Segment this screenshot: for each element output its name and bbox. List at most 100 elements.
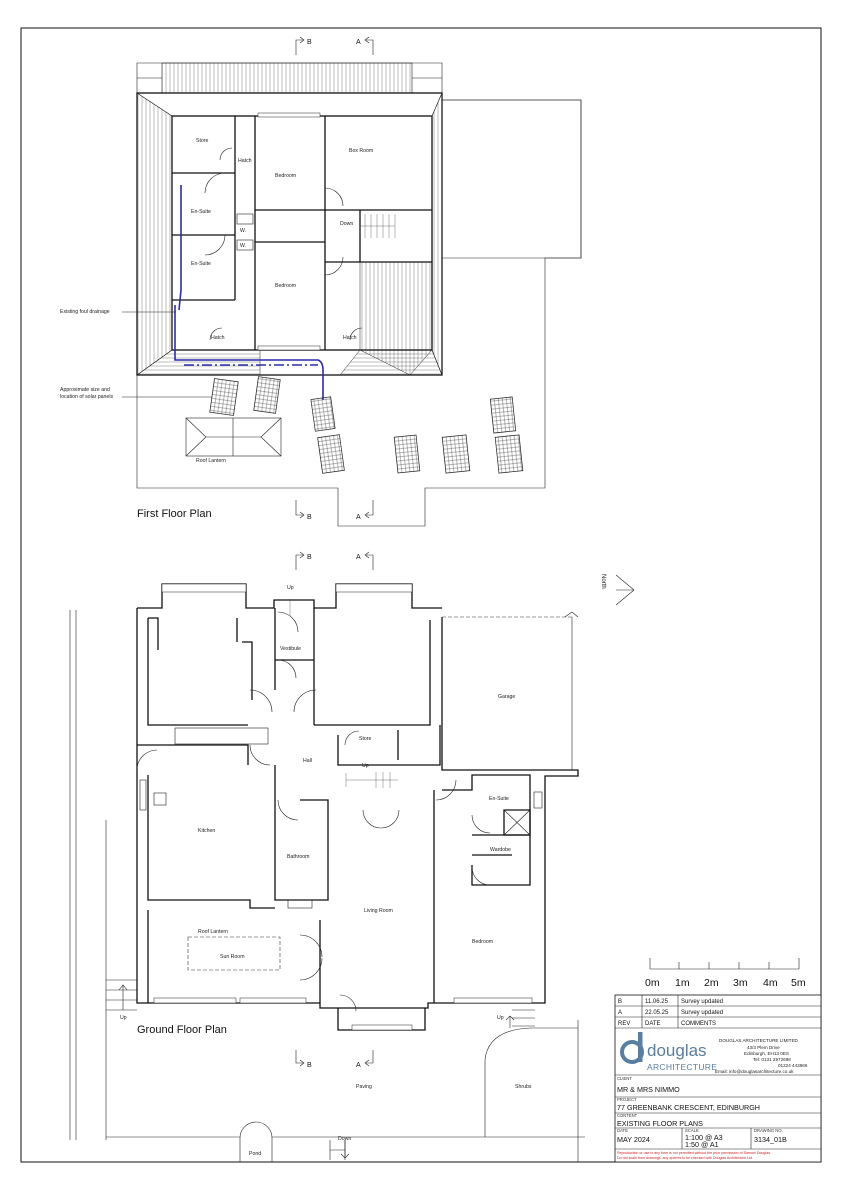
label-hatch-bl: Hatch bbox=[211, 335, 225, 341]
content-value: EXISTING FLOOR PLANS bbox=[617, 1119, 703, 1128]
scale-3m: 3m bbox=[733, 977, 748, 989]
label-bathroom: Bathroom bbox=[287, 854, 310, 860]
label-wc-top: W. bbox=[240, 228, 246, 234]
label-hatch-top: Hatch bbox=[238, 158, 252, 164]
rev-a: A bbox=[618, 1010, 622, 1016]
company-tel: Tel: 0131 2972698 bbox=[753, 1057, 791, 1062]
label-up-porch: Up bbox=[287, 585, 294, 591]
solar-panel-3 bbox=[310, 396, 336, 432]
section-b-top: B bbox=[307, 39, 312, 46]
content-label: CONTENT bbox=[617, 1113, 638, 1118]
section-markers bbox=[295, 36, 374, 1067]
company-email: Email: info@douglasarchitecture.co.uk bbox=[715, 1069, 794, 1074]
ground-floor-plan: Up Vestibule Garage Store Hall Up Kitche… bbox=[69, 583, 585, 1162]
label-store-ground: Store bbox=[359, 736, 372, 742]
client-label: CLIENT bbox=[617, 1076, 632, 1081]
company-name: DOUGLAS ARCHITECTURE LIMITED bbox=[719, 1038, 799, 1043]
label-sun-room: Sun Room bbox=[220, 954, 245, 960]
label-wardrobe: Wardobe bbox=[490, 847, 511, 853]
section-b-gf-bottom: B bbox=[307, 1062, 312, 1069]
label-ensuite-top: En-Suite bbox=[191, 209, 211, 215]
copyright-line2: Do not scale from drawings, any queries … bbox=[617, 1156, 753, 1160]
label-shrubs: Shrubs bbox=[515, 1084, 532, 1090]
drawing-value: 3134_01B bbox=[754, 1135, 787, 1144]
company-tel2: 01224 443966 bbox=[778, 1063, 808, 1068]
solar-panel-2 bbox=[253, 376, 281, 414]
date-header: DATE bbox=[645, 1021, 661, 1027]
scale-0m: 0m bbox=[645, 977, 660, 989]
label-solar-1: Approximate size and bbox=[60, 387, 110, 393]
solar-panel-6 bbox=[441, 434, 471, 474]
company-address1: 43/3 Plem Drive bbox=[747, 1045, 780, 1050]
comments-header: COMMENTS bbox=[681, 1021, 716, 1027]
label-bedroom-bottom: Bedroom bbox=[275, 283, 296, 289]
label-hall: Hall bbox=[303, 758, 312, 764]
date-value: MAY 2024 bbox=[617, 1135, 650, 1144]
label-bedroom-top: Bedroom bbox=[275, 173, 296, 179]
section-a-gf-bottom: A bbox=[356, 1062, 361, 1069]
brand-name: douglas bbox=[647, 1041, 707, 1060]
sheet-border bbox=[20, 27, 822, 1163]
label-bedroom-ground: Bedroom bbox=[472, 939, 493, 945]
rev-header: REV bbox=[618, 1021, 630, 1027]
first-floor-plan: Store Hatch Bedroom Box Room En-Suite W.… bbox=[60, 62, 582, 527]
label-living-room: Living Room bbox=[364, 908, 393, 914]
rev-a-comment: Survey updated bbox=[681, 1010, 723, 1016]
label-hatch-br: Hatch bbox=[343, 335, 357, 341]
north-arrow: North bbox=[600, 574, 635, 606]
section-a-top: A bbox=[356, 39, 361, 46]
company-address2: Edinburgh, EH13 0ES bbox=[744, 1051, 789, 1056]
client-value: MR & MRS NIMMO bbox=[617, 1085, 680, 1094]
solar-panel-7 bbox=[489, 396, 517, 434]
label-box-room: Box Room bbox=[349, 148, 373, 154]
label-vestibule: Vestibule bbox=[280, 646, 301, 652]
scale-4m: 4m bbox=[763, 977, 778, 989]
section-a-gf-top: A bbox=[356, 554, 361, 561]
rev-a-date: 22.05.25 bbox=[645, 1010, 669, 1016]
solar-panel-1 bbox=[209, 378, 239, 416]
label-up-left: Up bbox=[120, 1015, 127, 1021]
solar-panels bbox=[209, 376, 524, 474]
roof-lantern-first bbox=[185, 417, 282, 457]
label-kitchen: Kitchen bbox=[198, 828, 215, 834]
scale-5m: 5m bbox=[791, 977, 806, 989]
rev-b-comment: Survey updated bbox=[681, 999, 723, 1005]
ground-floor-title: Ground Floor Plan bbox=[137, 1024, 227, 1036]
copyright-line1: Reproduction or use in any form is not p… bbox=[617, 1151, 771, 1155]
scale-1m: 1m bbox=[675, 977, 690, 989]
label-roof-lantern-first: Roof Lantern bbox=[196, 458, 226, 464]
rev-b-date: 11.06.25 bbox=[645, 999, 669, 1005]
solar-panel-8 bbox=[494, 434, 524, 474]
section-b-ff-bottom: B bbox=[307, 514, 312, 521]
label-paving: Paving bbox=[356, 1084, 372, 1090]
scale1-value: 1:100 @ A3 bbox=[685, 1133, 723, 1142]
first-floor-title: First Floor Plan bbox=[137, 508, 212, 520]
label-solar-2: location of solar panels bbox=[60, 394, 113, 400]
title-block: B 11.06.25 Survey updated A 22.05.25 Sur… bbox=[614, 994, 822, 1163]
douglas-logo: douglas ARCHITECTURE bbox=[620, 1032, 717, 1072]
scale-2m: 2m bbox=[704, 977, 719, 989]
label-roof-lantern-ground: Roof Lantern bbox=[198, 929, 228, 935]
label-down-ground: Down bbox=[338, 1136, 351, 1142]
label-foul-drainage: Existing foul drainage bbox=[60, 309, 110, 315]
section-b-gf-top: B bbox=[307, 554, 312, 561]
label-down-first: Down bbox=[340, 221, 353, 227]
north-label: North bbox=[600, 574, 606, 589]
solar-panel-5 bbox=[393, 434, 421, 474]
label-pond: Pond bbox=[249, 1151, 261, 1157]
scale-bar: 0m 1m 2m 3m 4m 5m bbox=[645, 958, 806, 989]
brand-sub: ARCHITECTURE bbox=[647, 1062, 717, 1072]
label-garage: Garage bbox=[498, 694, 515, 700]
section-a-ff-bottom: A bbox=[356, 514, 361, 521]
drawing-label: DRAWING NO. bbox=[754, 1128, 783, 1133]
label-ensuite-bottom: En-Suite bbox=[191, 261, 211, 267]
project-value: 77 GREENBANK CRESCENT, EDINBURGH bbox=[617, 1103, 760, 1112]
label-wc-bottom: W. bbox=[240, 243, 246, 249]
project-label: PROJECT bbox=[617, 1097, 637, 1102]
label-up-stair: Up bbox=[362, 763, 369, 769]
scale2-value: 1:50 @ A1 bbox=[685, 1140, 719, 1149]
label-up-right: Up bbox=[497, 1015, 504, 1021]
label-store: Store bbox=[196, 138, 209, 144]
rev-b: B bbox=[618, 999, 622, 1005]
